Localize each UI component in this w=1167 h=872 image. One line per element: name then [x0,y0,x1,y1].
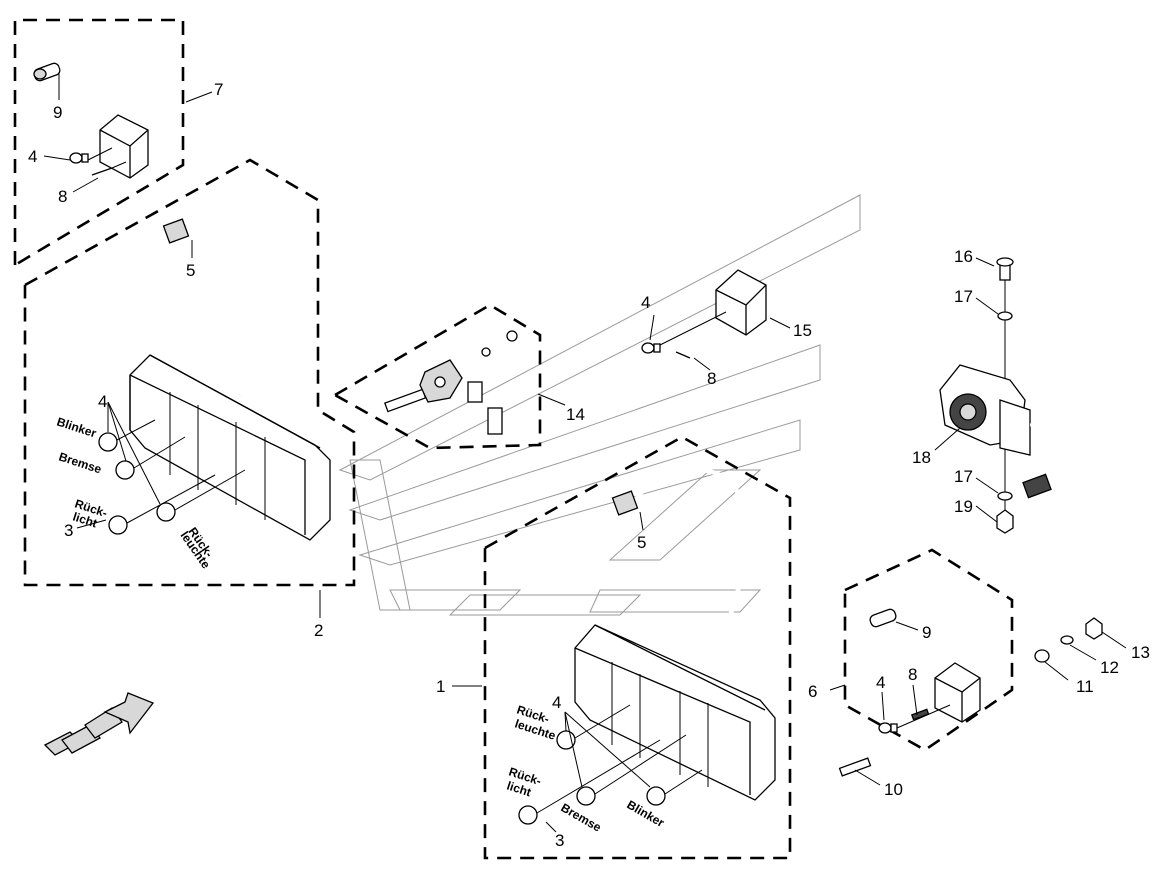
callout-8: 8 [908,665,917,684]
label-bremse-left: Bremse [57,450,104,477]
callout-9: 9 [53,103,62,122]
leader-lines [43,73,1127,833]
callout-11: 11 [1076,677,1094,696]
group-14-bracket [334,303,542,450]
callout-3: 3 [64,521,73,540]
callout-8: 8 [58,187,67,206]
group-6-marker-lamp [838,548,1103,777]
callout-14: 14 [566,405,585,424]
callout-5: 5 [637,533,646,552]
callout-18: 18 [912,448,931,467]
watermark-logo [338,194,861,616]
callout-12: 12 [1100,658,1119,677]
direction-arrow [43,692,155,756]
group-7-marker-lamp [13,18,185,267]
label-bremse-center: Bremse [559,800,604,834]
group-2-rear-lamp [23,158,356,587]
callout-4: 4 [876,673,885,692]
part-numbers: 9 7 4 8 5 2 4 3 14 4 15 8 5 1 4 3 16 17 … [28,80,1150,850]
callout-16: 16 [954,247,973,266]
callout-2: 2 [314,621,323,640]
callout-6: 6 [808,682,817,701]
callout-4: 4 [98,392,107,411]
callout-17: 17 [954,467,973,486]
callout-4: 4 [552,693,561,712]
group-18-back-up-alarm [939,257,1082,534]
callout-3: 3 [555,831,564,850]
callout-13: 13 [1131,643,1150,662]
callout-7: 7 [214,80,223,99]
callout-8: 8 [707,369,716,388]
group-15-marker-lamp [641,269,767,359]
label-blinker-left: Blinker [55,415,98,441]
callout-9: 9 [922,623,931,642]
callout-1: 1 [436,677,445,696]
callout-10: 10 [884,780,903,799]
group-1-rear-lamp [483,435,792,860]
callout-15: 15 [793,321,812,340]
callout-5: 5 [186,261,195,280]
callout-17: 17 [954,287,973,306]
callout-4: 4 [28,147,37,166]
callout-4: 4 [641,293,650,312]
callout-19: 19 [954,497,973,516]
